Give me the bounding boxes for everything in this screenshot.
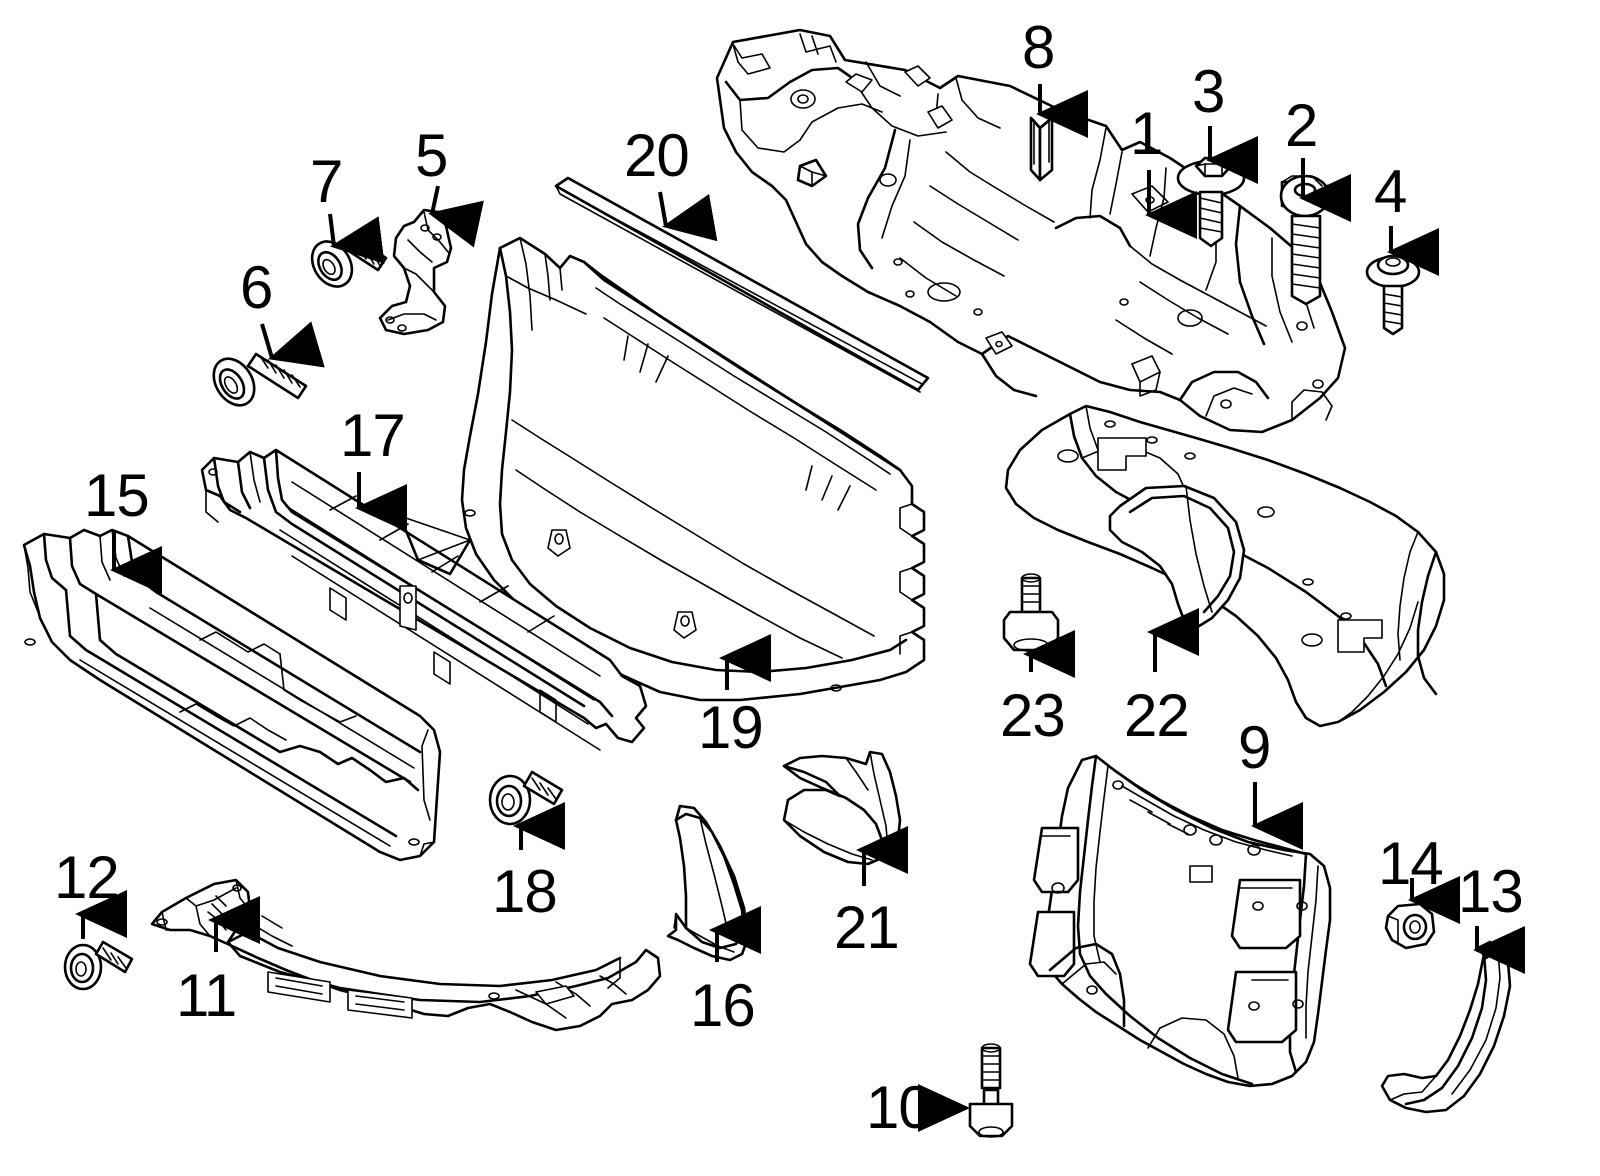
part-15-lower-air-deflector-panel <box>22 528 442 862</box>
callout-label-15: 15 <box>84 462 150 529</box>
callout-label-23: 23 <box>1000 682 1066 749</box>
callout-label-11: 11 <box>176 962 237 1029</box>
part-12-push-pin-screw <box>63 940 134 991</box>
callout-label-4: 4 <box>1374 158 1407 225</box>
callout-label-6: 6 <box>240 254 273 321</box>
part-6-long-shoulder-bolt <box>212 352 308 407</box>
callout-label-13: 13 <box>1458 858 1524 925</box>
callout-label-8: 8 <box>1022 14 1055 81</box>
callout-label-3: 3 <box>1192 58 1225 125</box>
part-9-radiator-support-side-panel <box>1028 754 1332 1088</box>
part-11-lower-air-deflector-bracket <box>150 878 662 1032</box>
part-19-upper-air-deflector-shroud <box>460 236 926 702</box>
callout-label-17: 17 <box>340 402 406 469</box>
leader-20 <box>658 191 718 242</box>
callout-label-19: 19 <box>698 694 764 761</box>
leader-5 <box>428 185 484 248</box>
leader-7 <box>328 213 385 264</box>
part-20-hood-seal-strip <box>554 176 930 393</box>
callout-label-2: 2 <box>1285 92 1318 159</box>
callout-label-16: 16 <box>690 972 756 1039</box>
callout-label-9: 9 <box>1238 714 1271 781</box>
callout-label-7: 7 <box>310 148 343 215</box>
callout-label-12: 12 <box>54 844 120 911</box>
callout-label-10: 10 <box>866 1074 932 1141</box>
part-17-active-grille-shutter-frame <box>200 448 648 751</box>
callout-label-20: 20 <box>624 122 690 189</box>
part-1-upper-radiator-support <box>715 28 1347 434</box>
leader-6 <box>260 321 325 368</box>
callout-label-21: 21 <box>834 894 900 961</box>
callout-label-1: 1 <box>1130 100 1163 167</box>
part-10-shoulder-stud-bolt <box>968 1043 1014 1138</box>
callout-label-18: 18 <box>492 858 558 925</box>
callout-label-22: 22 <box>1124 682 1190 749</box>
callout-label-5: 5 <box>415 122 448 189</box>
callout-label-14: 14 <box>1378 830 1444 897</box>
leader-arrows <box>75 84 1525 1132</box>
